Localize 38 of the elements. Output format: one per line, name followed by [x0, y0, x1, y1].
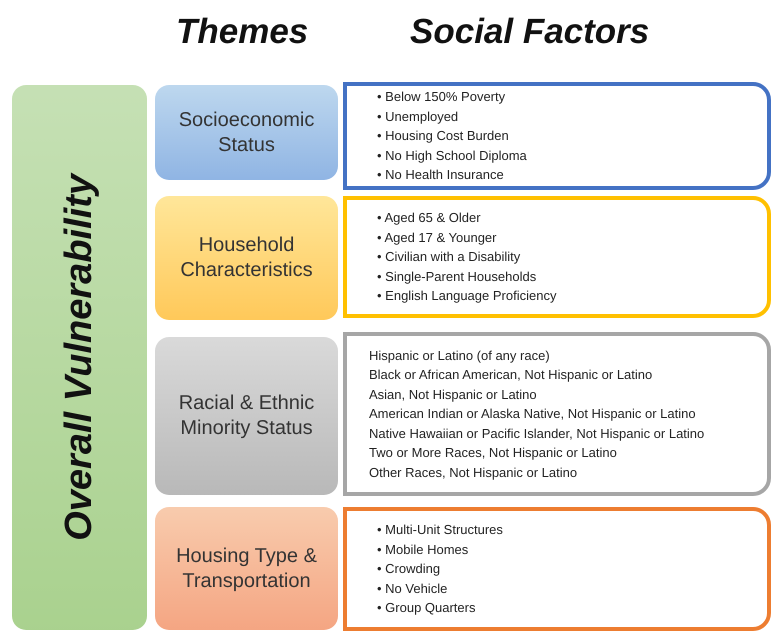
column-header: Social Factors	[410, 12, 650, 52]
list-item: • Multi-Unit Structures	[377, 521, 503, 540]
category-panel	[12, 85, 147, 630]
theme-box	[155, 196, 338, 320]
list-item: • No Health Insurance	[377, 166, 505, 184]
list-item: • Aged 65 & Older	[377, 209, 482, 228]
factor-list-box	[343, 332, 771, 496]
list-item: • No High School Diploma	[377, 146, 527, 165]
list-item: • Civilian with a Disability	[377, 248, 522, 266]
list-item: American Indian or Alaska Native, Not Hispanic or Latino	[369, 405, 697, 424]
list-item: Black or African American, Not Hispanic or Latino	[369, 366, 654, 384]
list-item: Other Races, Not Hispanic or Latino	[369, 464, 578, 482]
theme-label: Household Characteristics	[179, 233, 314, 283]
list-item: Native Hawaiian or Pacific Islander, Not Hispanic or Latino	[369, 424, 704, 443]
list-item: Two or More Races, Not Hispanic or Latino	[369, 444, 618, 462]
list-item: • Group Quarters	[377, 599, 476, 618]
list-item: • Unemployed	[377, 108, 460, 126]
list-item: Hispanic or Latino (of any race)	[369, 346, 551, 365]
list-item: • Below 150% Poverty	[377, 88, 506, 106]
factor-list-box	[343, 196, 771, 318]
theme-label: Socioeconomic Status	[178, 108, 316, 158]
factor-list-box	[343, 507, 771, 631]
list-item: • Single-Parent Households	[377, 268, 538, 286]
theme-label: Racial & Ethnic Minority Status	[178, 391, 316, 441]
list-item: • Aged 17 & Younger	[377, 228, 498, 247]
list-item: • No Vehicle	[377, 580, 448, 598]
list-item: • Crowding	[377, 560, 442, 578]
panel-title: Overall Vulnerability	[56, 174, 101, 541]
list-item: • Mobile Homes	[377, 540, 470, 559]
theme-box	[155, 507, 338, 630]
factor-list-box	[343, 82, 771, 190]
column-header: Themes	[176, 12, 308, 52]
theme-box	[155, 85, 338, 180]
theme-box	[155, 337, 338, 495]
list-item: • Housing Cost Burden	[377, 127, 510, 146]
theme-label: Housing Type & Transportation	[175, 544, 318, 594]
list-item: Asian, Not Hispanic or Latino	[369, 386, 538, 404]
list-item: • English Language Proficiency	[377, 287, 556, 306]
